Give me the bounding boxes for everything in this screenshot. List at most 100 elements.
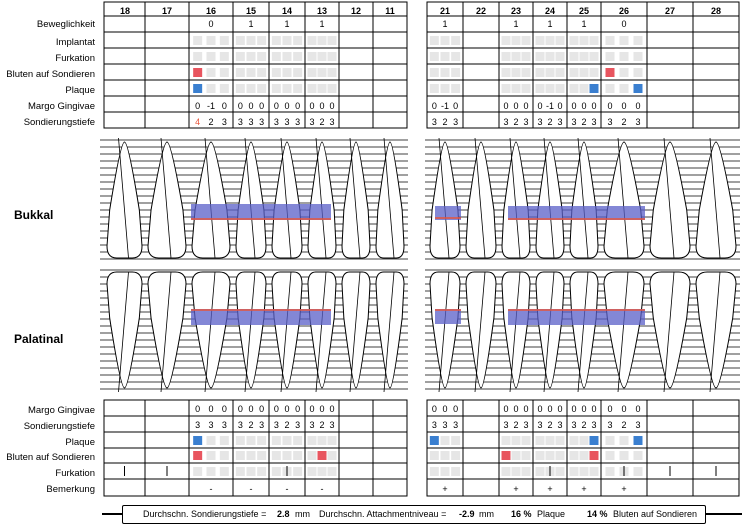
tooth-14-palatinal-axis: [280, 271, 292, 393]
band-bukkal-21: [435, 206, 461, 220]
bleeding-bottom-24-1: [545, 451, 555, 460]
margo-top-25-0: 0: [571, 101, 577, 111]
bleeding-top-15-1: [246, 68, 256, 77]
plaque-bottom-25-2: [589, 436, 599, 445]
probing-top-25-0: 3: [571, 117, 577, 127]
plaque-bottom-25-0: [569, 436, 579, 445]
tooth-17-palatinal: [147, 271, 187, 389]
furkation-15-1: [246, 52, 256, 61]
probing-bottom-24-2: 3: [557, 420, 563, 430]
bleeding-bottom-14-0: [271, 451, 281, 460]
probing-bottom-23-1: 2: [513, 420, 519, 430]
bleeding-bottom-23-1: [511, 451, 521, 460]
tooth-22-header: 22: [475, 6, 486, 16]
tooth-18-bukkal: [106, 141, 143, 259]
probing-value: 2.8: [277, 509, 290, 519]
tooth-17-bukkal-axis: [160, 137, 172, 259]
bemerkung-24: +: [547, 484, 553, 494]
tooth-27-header: 27: [664, 6, 675, 16]
margo-bottom-14-0: 0: [273, 404, 279, 414]
furkation-bottom-21-1: [440, 467, 450, 476]
tooth-23-palatinal: [501, 271, 531, 389]
probing-top-26-2: 3: [635, 117, 641, 127]
furkation-23-0: [501, 52, 511, 61]
implantat-13-2: [327, 36, 337, 45]
mobility-25: 1: [581, 19, 587, 29]
implantat-25-1: [579, 36, 589, 45]
bleeding-bottom-14-1: [282, 451, 292, 460]
implantat-14-1: [282, 36, 292, 45]
tooth-15-header: 15: [245, 6, 256, 16]
probing-top-15-2: 3: [259, 117, 265, 127]
bleeding-top-23-0: [501, 68, 511, 77]
furkation-16-0: [193, 52, 203, 61]
margo-top-16-2: 0: [221, 101, 227, 111]
bleeding-bottom-15-1: [246, 451, 256, 460]
tooth-24-header: 24: [544, 6, 555, 16]
label-furkation-top: Furkation: [55, 53, 95, 64]
probing-top-16-1: 2: [208, 117, 214, 127]
plaque-top-14-1: [282, 84, 292, 93]
margo-top-23-0: 0: [503, 101, 509, 111]
bleeding-top-14-0: [271, 68, 281, 77]
furkation-24-0: [535, 52, 545, 61]
furkation-15-2: [257, 52, 267, 61]
bleeding-bottom-21-0: [429, 451, 439, 460]
tooth-28-bukkal: [695, 141, 737, 259]
bleeding-top-15-2: [257, 68, 267, 77]
bleeding-top-14-1: [282, 68, 292, 77]
bleeding-top-16-1: [206, 68, 216, 77]
plaque-top-26-1: [619, 84, 629, 93]
label-margo-bottom: Margo Gingivae: [27, 405, 95, 416]
probing-bottom-26-0: 3: [607, 420, 613, 430]
furkation-13-2: [327, 52, 337, 61]
bleeding-top-24-0: [535, 68, 545, 77]
mobility-13: 1: [319, 19, 325, 29]
band-bukkal-right: [508, 206, 645, 220]
tooth-27-palatinal: [649, 271, 691, 389]
tooth-16-palatinal: [191, 271, 231, 389]
margo-bottom-26-1: 0: [621, 404, 627, 414]
margo-top-24-0: 0: [537, 101, 543, 111]
bleeding-bottom-15-0: [235, 451, 245, 460]
probing-bottom-14-2: 3: [295, 420, 301, 430]
tooth-14-header: 14: [281, 6, 292, 16]
margo-top-14-0: 0: [273, 101, 279, 111]
tooth-14-palatinal: [271, 271, 303, 389]
plaque-bottom-21-2: [451, 436, 461, 445]
band-bukkal-left: [191, 204, 331, 220]
bleeding-top-13-2: [327, 68, 337, 77]
plaque-bottom-16-0: [193, 436, 203, 445]
label-sondierung-top: Sondierungstiefe: [23, 117, 95, 128]
margo-bottom-21-2: 0: [453, 404, 459, 414]
top-table-grid: [103, 1, 740, 129]
tooth-27-palatinal-axis: [663, 271, 675, 393]
bleeding-bottom-24-0: [535, 451, 545, 460]
bleeding-label: Bluten auf Sondieren: [613, 509, 698, 519]
tooth-25-header: 25: [578, 6, 589, 16]
probing-bottom-21-0: 3: [431, 420, 437, 430]
furkation-bottom-15-1: [246, 467, 256, 476]
tooth-23-bukkal: [501, 141, 531, 259]
attach-label: Durchschn. Attachmentniveau =: [319, 509, 447, 519]
implantat-21-0: [429, 36, 439, 45]
furkation-14-0: [271, 52, 281, 61]
probing-top-23-2: 3: [523, 117, 529, 127]
margo-top-16-0: 0: [195, 101, 201, 111]
plaque-bottom-16-2: [219, 436, 229, 445]
probing-top-23-1: 2: [513, 117, 519, 127]
tooth-16-bukkal-axis: [204, 137, 216, 259]
probing-top-21-0: 3: [431, 117, 437, 127]
bemerkung-21: +: [442, 484, 448, 494]
furkation-25-2: [589, 52, 599, 61]
furkation-bottom-13-2: [327, 467, 337, 476]
bemerkung-26: +: [621, 484, 627, 494]
margo-bottom-25-2: 0: [591, 404, 597, 414]
bleeding-bottom-13-2: [327, 451, 337, 460]
tooth-14-bukkal-axis: [280, 137, 292, 259]
furkation-bottom-16-1: [206, 467, 216, 476]
bemerkung-13: -: [320, 484, 324, 494]
implantat-23-2: [521, 36, 531, 45]
tooth-24-palatinal: [535, 271, 565, 389]
plaque-top-13-2: [327, 84, 337, 93]
